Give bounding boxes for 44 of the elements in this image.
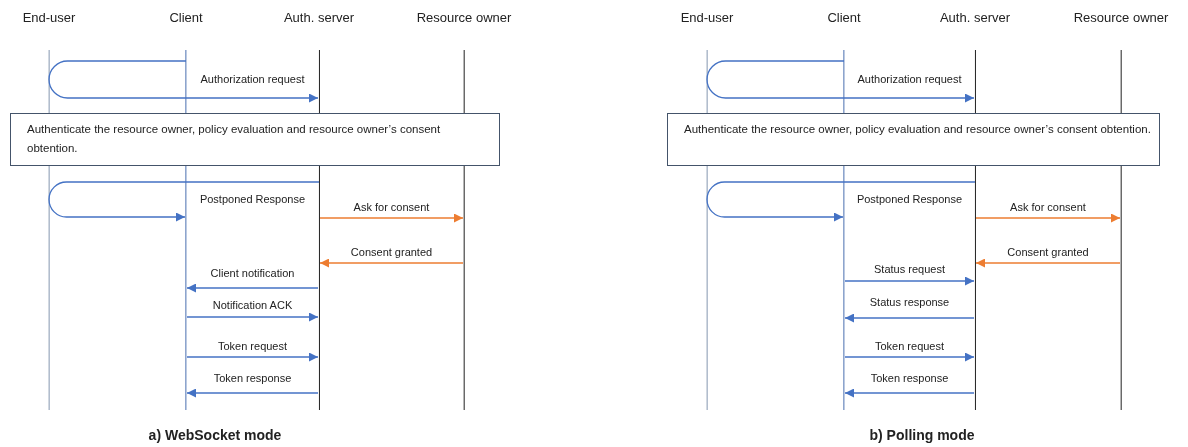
message-arrow [844, 352, 975, 362]
note-box: Authenticate the resource owner, policy evaluation and resource owner’s consent obtention. [10, 113, 500, 166]
message-label: Token response [868, 371, 951, 385]
message-arrow [186, 388, 319, 398]
message-arrow [844, 388, 975, 398]
participant-label: End-user [22, 10, 76, 26]
participant-label: End-user [680, 10, 734, 26]
message-arrow [186, 352, 319, 362]
participant-label: Client [827, 10, 861, 26]
message-arrow [319, 258, 464, 268]
message-label: Ask for consent [351, 200, 432, 214]
message-label: Notification ACK [210, 298, 295, 312]
message-label: Consent granted [1005, 245, 1091, 259]
participant-label: Resource owner [416, 10, 512, 26]
message-label: Token request [215, 339, 290, 353]
figure-caption: a) WebSocket mode [148, 427, 282, 443]
message-label: Token request [872, 339, 947, 353]
participant-label: Resource owner [1073, 10, 1169, 26]
message-arrow [48, 60, 319, 103]
message-arrow [706, 60, 975, 103]
message-label: Client notification [208, 266, 297, 280]
participant-label: Client [169, 10, 203, 26]
message-label: Authorization request [855, 72, 964, 86]
message-label: Consent granted [348, 245, 435, 259]
message-arrow [48, 181, 320, 222]
message-label: Postponed Response [854, 192, 965, 206]
message-arrow [186, 283, 319, 293]
message-label: Status response [867, 295, 952, 309]
note-box: Authenticate the resource owner, policy evaluation and resource owner’s consent obtention. [667, 113, 1160, 166]
message-arrow [844, 276, 975, 286]
message-label: Ask for consent [1008, 200, 1088, 214]
message-arrow [319, 213, 464, 223]
participant-label: Auth. server [939, 10, 1011, 26]
message-arrow [975, 213, 1121, 223]
message-label: Authorization request [198, 72, 307, 86]
message-arrow [186, 312, 319, 322]
message-label: Status request [872, 262, 947, 276]
message-arrow [706, 181, 976, 222]
message-label: Postponed Response [197, 192, 308, 206]
participant-label: Auth. server [283, 10, 355, 26]
figure-caption: b) Polling mode [869, 427, 975, 443]
message-arrow [844, 313, 975, 323]
message-label: Token response [211, 371, 294, 385]
message-arrow [975, 258, 1121, 268]
